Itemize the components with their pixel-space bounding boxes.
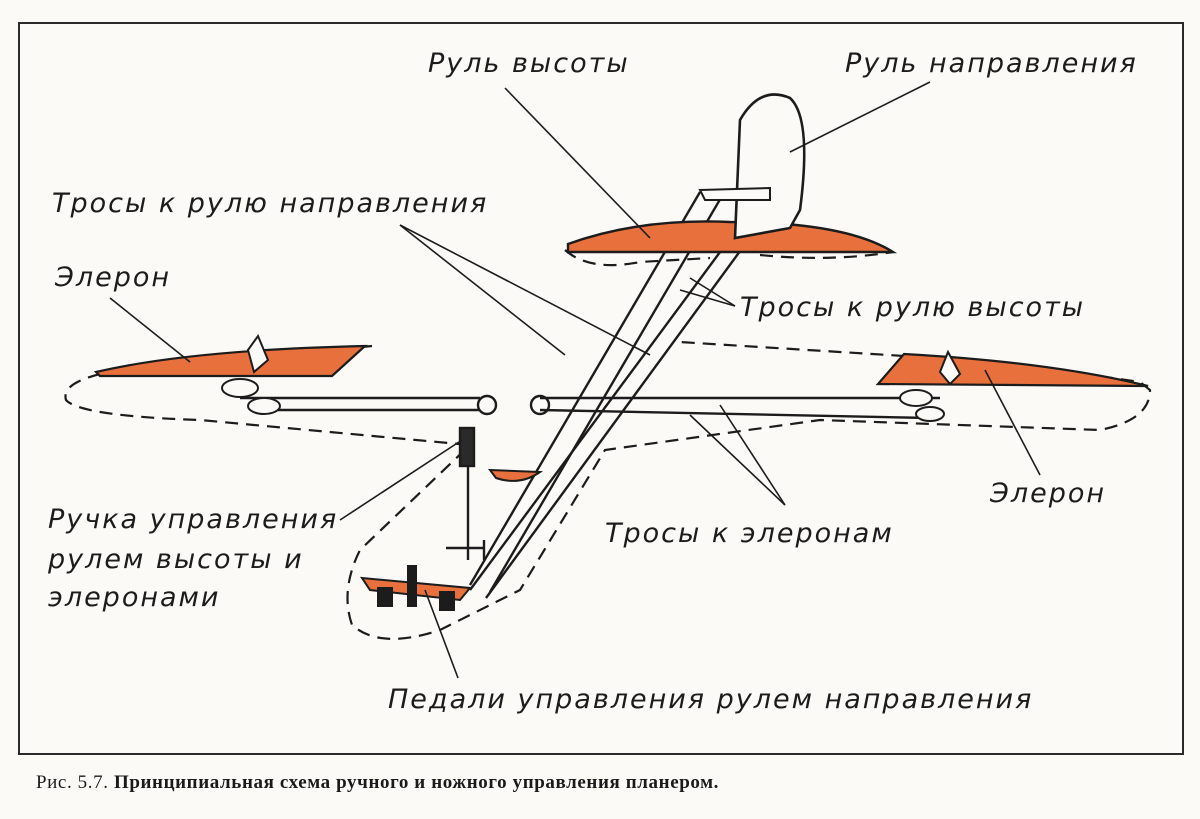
label-elevator: Руль высоты: [428, 48, 630, 79]
label-aileron-left: Элерон: [54, 262, 171, 293]
label-stick-line2: рулем высоты и: [47, 544, 304, 575]
right-aileron-surface: [875, 352, 1149, 388]
caption-text: Принципиальная схема ручного и ножного у…: [113, 772, 720, 793]
figure-frame: [18, 22, 1184, 755]
airframe-outline: [64, 249, 1152, 640]
leader-lines: [109, 81, 1041, 679]
rudder-surface: [733, 93, 806, 240]
label-rudder: Руль направления: [845, 48, 1138, 79]
rudder-pedals: [360, 565, 472, 611]
stick-bellcrank: [487, 468, 544, 482]
label-aileron-right: Элерон: [989, 478, 1106, 509]
label-stick-line3: элеронами: [48, 582, 220, 613]
label-elevator-cables: Тросы к рулю высоты: [740, 292, 1085, 323]
label-aileron-cables: Тросы к элеронам: [605, 518, 894, 549]
label-rudder-cables: Тросы к рулю направления: [52, 188, 488, 219]
figure-caption: Рис. 5.7. Принципиальная схема ручного и…: [36, 772, 719, 794]
tail-horn: [698, 186, 771, 201]
caption-number: Рис. 5.7.: [36, 772, 109, 793]
control-stick: [446, 426, 486, 560]
elevator-surface: [566, 220, 898, 254]
left-aileron-surface: [93, 344, 368, 378]
aileron-pulleys: [221, 333, 962, 422]
label-stick-line1: Ручка управления: [48, 504, 338, 535]
label-pedals: Педали управления рулем направления: [388, 684, 1033, 715]
fuselage-frame: [240, 190, 940, 599]
